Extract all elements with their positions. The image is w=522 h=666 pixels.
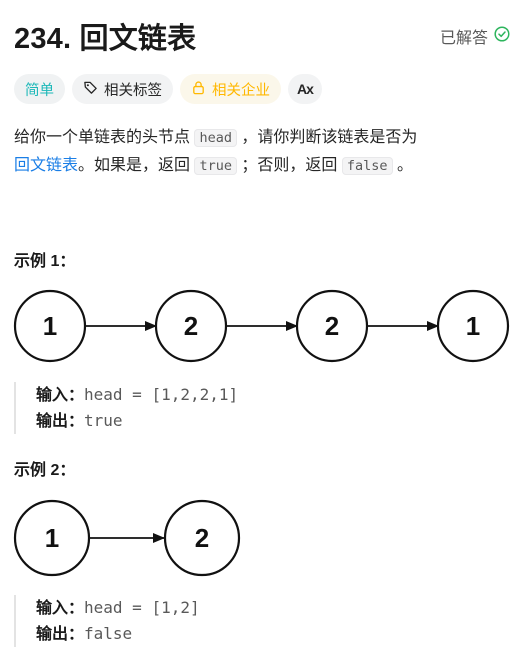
input-label: 输入： — [36, 600, 85, 617]
palindrome-link[interactable]: 回文链表 — [14, 157, 79, 174]
code-false: false — [341, 157, 393, 175]
example-2-title: 示例 2： — [14, 462, 76, 479]
desc-text: ；否则，返回 — [236, 157, 342, 174]
list-node: 1 — [436, 289, 510, 363]
example-2-io: 输入：head = [1,2] 输出：false — [14, 595, 516, 647]
output-value: true — [84, 411, 123, 430]
solved-status: 已解答 — [440, 24, 510, 48]
node-value: 1 — [466, 311, 480, 341]
related-companies-label: 相关企业 — [212, 82, 270, 99]
example-1-linked-list-diagram: 1 2 2 1 — [13, 289, 510, 363]
desc-text: 。 — [392, 157, 413, 174]
list-node: 1 — [13, 499, 91, 577]
list-node: 2 — [163, 499, 241, 577]
node-value: 1 — [45, 523, 59, 553]
difficulty-tag[interactable]: 简单 — [14, 74, 65, 104]
translate-icon: Ax — [297, 81, 314, 97]
example-2-linked-list-diagram: 1 2 — [13, 499, 241, 577]
related-companies-button[interactable]: 相关企业 — [180, 74, 281, 104]
check-circle-icon — [494, 25, 510, 47]
output-label: 输出： — [36, 626, 85, 643]
node-value: 2 — [184, 311, 198, 341]
list-node: 2 — [295, 289, 369, 363]
code-true: true — [194, 157, 237, 175]
output-value: false — [84, 624, 133, 643]
list-node: 1 — [13, 289, 87, 363]
difficulty-label: 简单 — [25, 82, 54, 99]
translate-button[interactable]: Ax — [288, 74, 322, 104]
node-value: 1 — [43, 311, 57, 341]
code-head: head — [194, 129, 237, 147]
example-1-io: 输入：head = [1,2,2,1] 输出：true — [14, 382, 516, 434]
related-tags-button[interactable]: 相关标签 — [72, 74, 173, 104]
input-value: head = [1,2,2,1] — [84, 385, 239, 404]
problem-description: 给你一个单链表的头节点 head ，请你判断该链表是否为 回文链表。如果是，返回… — [14, 124, 510, 180]
desc-text: 。如果是，返回 — [78, 157, 195, 174]
problem-title: 234. 回文链表 — [14, 23, 197, 55]
solved-label: 已解答 — [439, 30, 488, 47]
desc-text: ，请你判断该链表是否为 — [236, 129, 418, 146]
output-label: 输出： — [36, 413, 85, 430]
list-node: 2 — [154, 289, 228, 363]
input-value: head = [1,2] — [84, 598, 200, 617]
example-1-title: 示例 1： — [14, 253, 76, 270]
problem-header: 234. 回文链表 已解答 — [14, 16, 510, 56]
tag-icon — [83, 80, 98, 99]
node-value: 2 — [195, 523, 209, 553]
desc-text: 给你一个单链表的头节点 — [14, 129, 195, 146]
input-label: 输入： — [36, 387, 85, 404]
tag-bar: 简单 相关标签 相关企业 Ax — [14, 74, 322, 104]
related-tags-label: 相关标签 — [104, 82, 162, 99]
lock-icon — [191, 80, 206, 99]
node-value: 2 — [325, 311, 339, 341]
